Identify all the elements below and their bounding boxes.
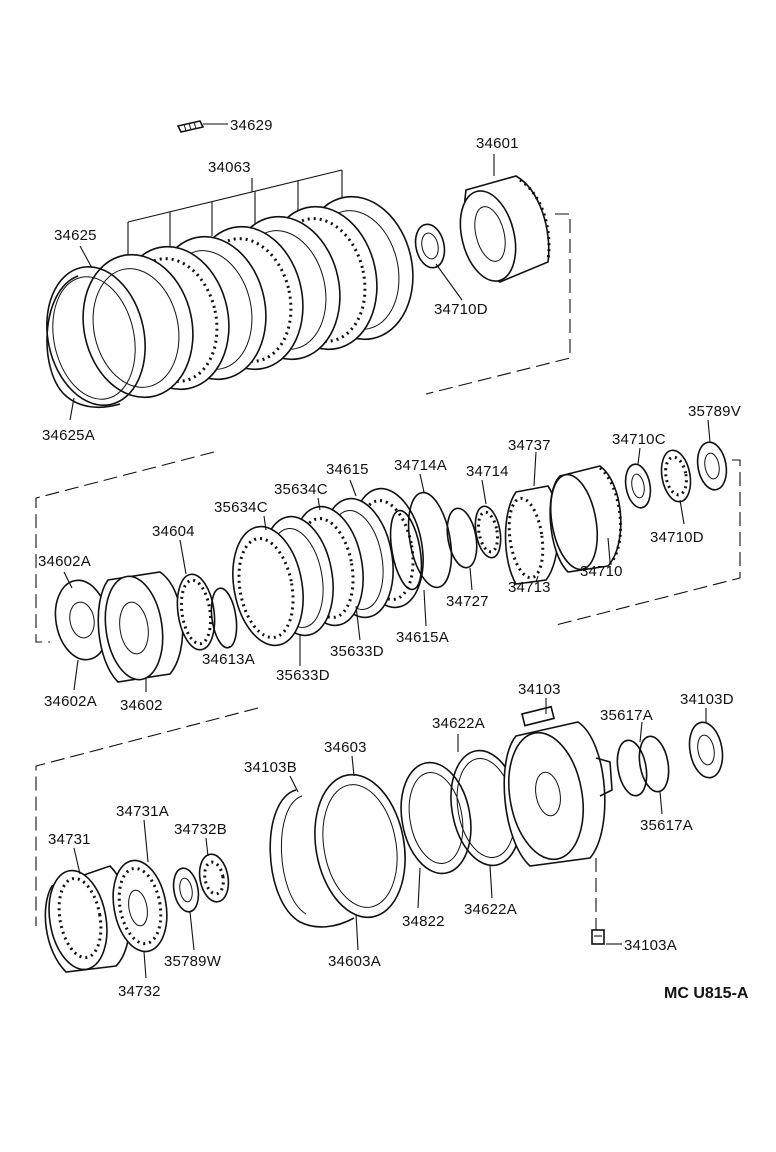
label-35633D-a: 35633D	[330, 643, 384, 660]
part-35789W-34732B-washers	[172, 837, 230, 951]
leader-bracket-34063	[127, 169, 343, 256]
label-34714A: 34714A	[394, 457, 447, 474]
part-34710C-34710D-35789V-washers	[624, 419, 728, 525]
label-35789V: 35789V	[688, 403, 741, 420]
label-34601: 34601	[476, 135, 519, 152]
part-34822-brake-band	[400, 761, 472, 909]
label-34622A-bottom: 34622A	[464, 901, 517, 918]
label-34613A: 34613A	[202, 651, 255, 668]
label-34731A: 34731A	[116, 803, 169, 820]
part-34601-drum	[459, 154, 551, 283]
part-34710-ring-gear	[549, 465, 623, 573]
label-35617A-top: 35617A	[600, 707, 653, 724]
label-34625: 34625	[54, 227, 97, 244]
part-34613A-snap-ring	[210, 587, 238, 649]
label-34710D-mid: 34710D	[650, 529, 704, 546]
part-34103A-bolt	[591, 929, 622, 945]
label-34710: 34710	[580, 563, 623, 580]
part-34604-one-way-clutch	[176, 539, 216, 651]
label-34103D: 34103D	[680, 691, 734, 708]
label-34103: 34103	[518, 681, 561, 698]
label-34732B: 34732B	[174, 821, 227, 838]
section-middle-gear-set	[35, 419, 741, 692]
label-34103A: 34103A	[624, 937, 677, 954]
part-34732-34731A-gear	[112, 819, 168, 979]
label-34622A-top: 34622A	[432, 715, 485, 732]
label-35634C-b: 35634C	[214, 499, 268, 516]
label-34603: 34603	[324, 739, 367, 756]
part-34103-drum	[503, 698, 613, 867]
label-35633D-b: 35633D	[276, 667, 330, 684]
part-34063-clutch-plates	[82, 195, 414, 399]
part-34629-spring	[176, 120, 228, 133]
part-34103D-washer	[688, 708, 724, 779]
section-bottom-drum-band	[35, 698, 724, 979]
section-top-clutch-pack	[46, 120, 571, 421]
label-34710D-top: 34710D	[434, 301, 488, 318]
part-34710D-washer-top	[414, 223, 463, 301]
part-34103B-band	[269, 775, 355, 928]
part-34731-drum	[44, 847, 131, 973]
part-34602-piston	[97, 571, 184, 692]
part-34603-34603A-band	[314, 755, 406, 951]
part-35634C-35633D-plates	[232, 479, 424, 666]
part-35617A-rings	[616, 721, 670, 815]
label-34602: 34602	[120, 697, 163, 714]
label-34737: 34737	[508, 437, 551, 454]
label-35617A-bottom: 35617A	[640, 817, 693, 834]
label-34063: 34063	[208, 159, 251, 176]
label-34710C: 34710C	[612, 431, 666, 448]
label-34727: 34727	[446, 593, 489, 610]
part-34625A-snap-ring	[46, 275, 121, 421]
label-34602A-bottom: 34602A	[44, 693, 97, 710]
label-34713: 34713	[508, 579, 551, 596]
part-34727-34714-bearing	[446, 479, 502, 591]
label-34603A: 34603A	[328, 953, 381, 970]
label-34731: 34731	[48, 831, 91, 848]
label-34629: 34629	[230, 117, 273, 134]
label-34602A-top: 34602A	[38, 553, 91, 570]
label-34615A: 34615A	[396, 629, 449, 646]
label-35634C-a: 35634C	[274, 481, 328, 498]
label-35789W: 35789W	[164, 953, 222, 970]
part-number-labels: 34629 34063 34601 34625 34710D 34625A 35…	[38, 117, 741, 1000]
label-34732: 34732	[118, 983, 161, 1000]
label-34604: 34604	[152, 523, 195, 540]
label-34615: 34615	[326, 461, 369, 478]
label-34103B: 34103B	[244, 759, 297, 776]
part-34625-snap-ring	[46, 266, 146, 406]
label-34714: 34714	[466, 463, 509, 480]
label-34625A: 34625A	[42, 427, 95, 444]
diagram-code: MC U815-A	[664, 985, 749, 1002]
label-34822: 34822	[402, 913, 445, 930]
part-34615A-34714A-rings	[389, 473, 453, 627]
